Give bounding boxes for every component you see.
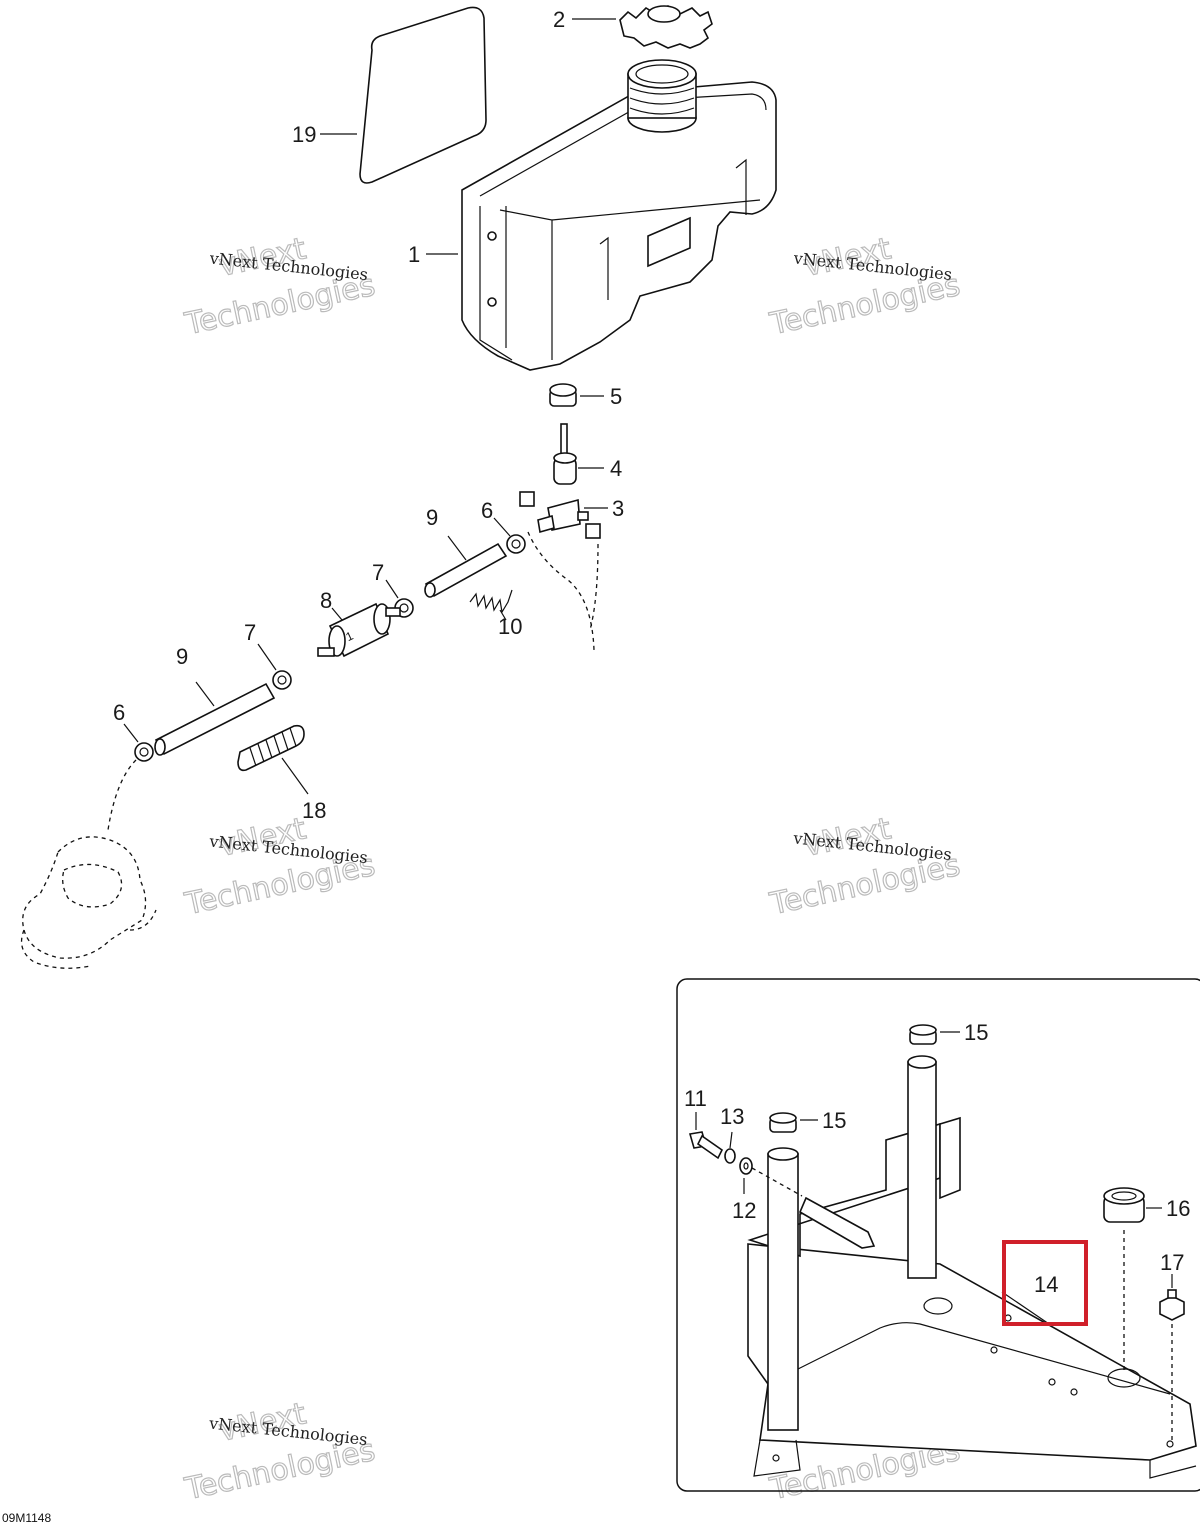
- part-support-bracket-14: [747, 1055, 1197, 1479]
- part-spring-10: [469, 589, 513, 614]
- highlight-box-14: [1002, 1240, 1088, 1326]
- callout-3: 3: [612, 496, 624, 521]
- callout-18: 18: [302, 798, 326, 823]
- part-fuel-filter-8: 1: [317, 602, 401, 658]
- drawing-code-label: 09M1148: [2, 1511, 51, 1525]
- callout-4: 4: [610, 456, 622, 481]
- callout-8: 8: [320, 588, 332, 613]
- callout-9-lower: 9: [176, 644, 188, 669]
- callout-7-lower: 7: [244, 620, 256, 645]
- part-clamp-7-lower: [272, 670, 292, 690]
- callout-2: 2: [553, 7, 565, 32]
- callout-15-lower: 15: [822, 1108, 846, 1133]
- callout-1: 1: [408, 242, 420, 267]
- callout-10: 10: [498, 614, 522, 639]
- part-grommet-5: [549, 383, 577, 407]
- callout-14: 14: [1034, 1272, 1058, 1297]
- part-plug-15-lower: [769, 1112, 797, 1133]
- part-fuel-cap-2: [619, 5, 713, 49]
- callout-17: 17: [1160, 1250, 1184, 1275]
- callout-7-upper: 7: [372, 560, 384, 585]
- part-hose-sleeve-18: [237, 724, 305, 772]
- callout-9-upper: 9: [426, 505, 438, 530]
- callout-6-lower: 6: [113, 700, 125, 725]
- part-hose-9-upper: [424, 542, 508, 598]
- part-washer-12: [739, 1157, 753, 1175]
- callout-15-upper: 15: [964, 1020, 988, 1045]
- callout-19: 19: [292, 122, 316, 147]
- part-grommet-16: [1103, 1187, 1145, 1223]
- part-decal-19: [359, 6, 487, 184]
- callout-12: 12: [732, 1198, 756, 1223]
- part-clamp-6-upper: [506, 534, 526, 554]
- callout-11: 11: [684, 1086, 707, 1111]
- routing-dash-lines: [527, 531, 595, 651]
- callout-5: 5: [610, 384, 622, 409]
- part-clamp-6-lower: [134, 742, 154, 762]
- part-fuel-pickup-4: [553, 423, 577, 485]
- part-nut-17: [1159, 1289, 1185, 1321]
- part-fuel-valve-3: [519, 491, 601, 539]
- callout-13: 13: [720, 1104, 744, 1129]
- callout-6-upper: 6: [481, 498, 493, 523]
- inset-panel: [676, 978, 1200, 1492]
- part-plug-15-upper: [909, 1024, 937, 1045]
- part-bolt-11: [688, 1131, 724, 1160]
- part-washer-13: [724, 1148, 736, 1164]
- carburetor-phantom: [20, 836, 157, 969]
- part-fuel-tank-1: [461, 59, 777, 371]
- callout-16: 16: [1166, 1196, 1190, 1221]
